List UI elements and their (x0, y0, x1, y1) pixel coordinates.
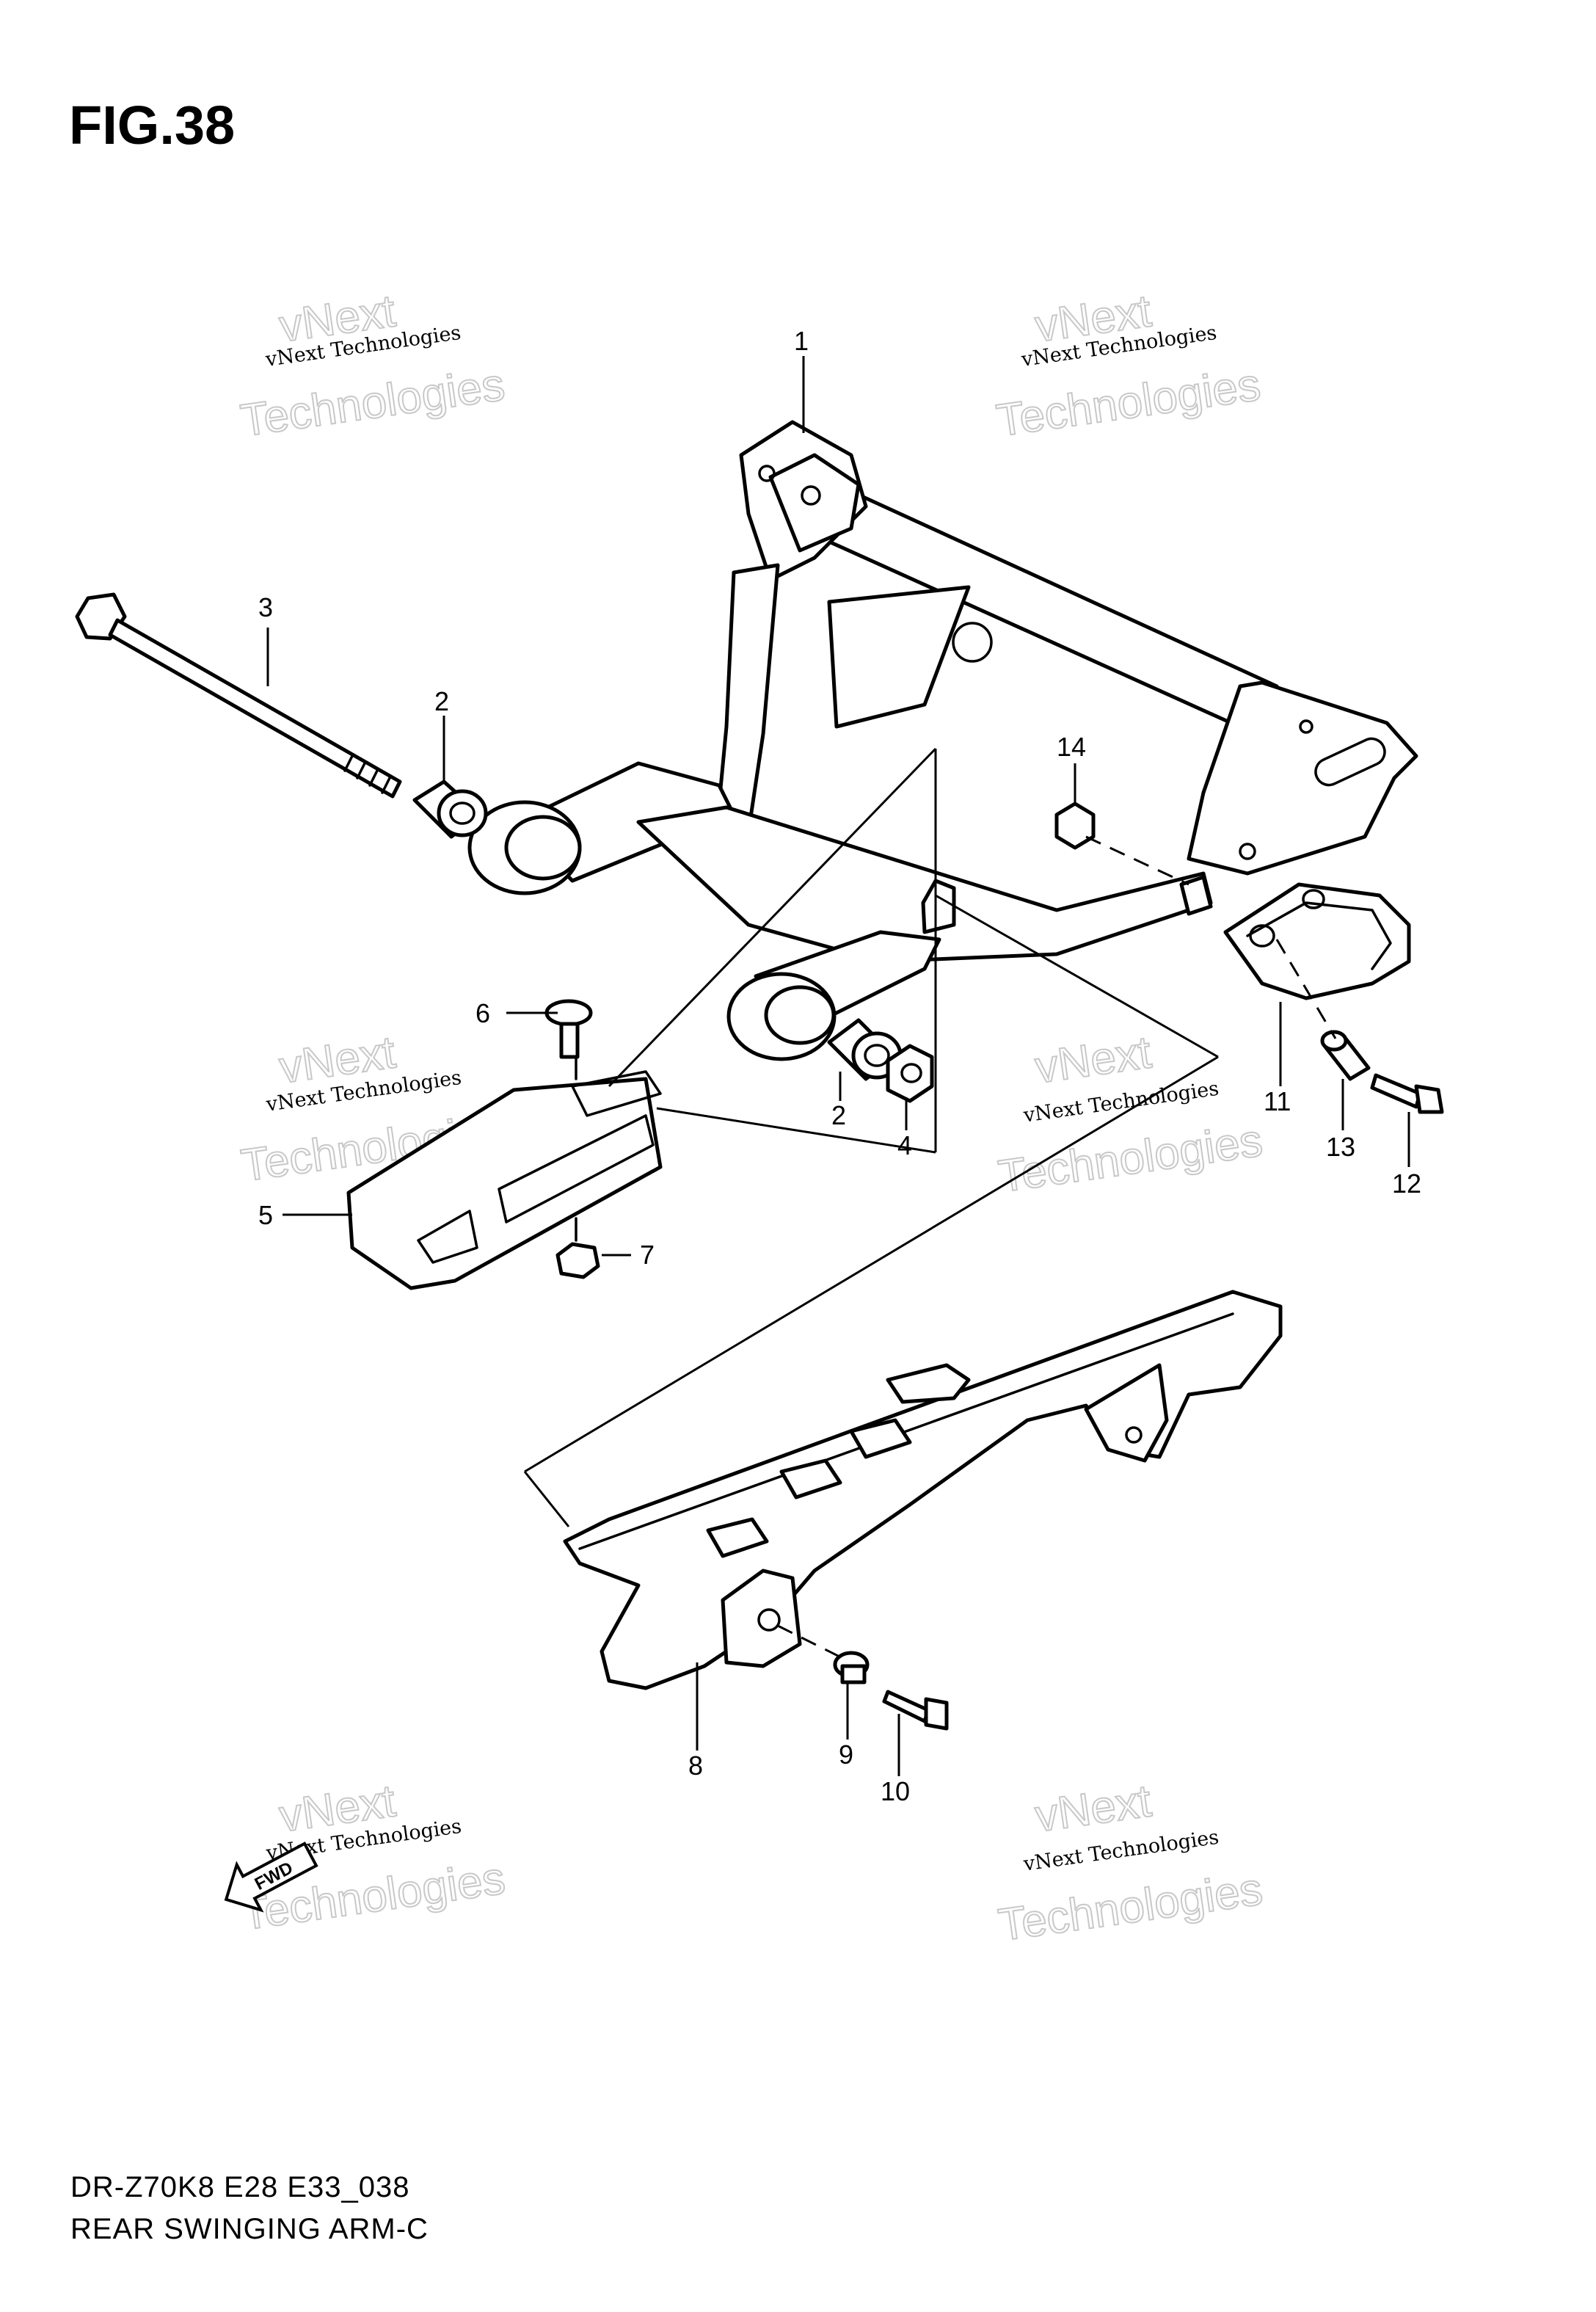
part-9-collar (833, 1651, 870, 1684)
watermark-top-right: vNext vNext Technologies Technologies (993, 285, 1264, 447)
part-12-bolt (1370, 1073, 1444, 1114)
callout-6: 6 (475, 998, 490, 1028)
part-4-nut (886, 1044, 934, 1103)
callout-1: 1 (794, 326, 809, 356)
callout-3: 3 (258, 592, 273, 622)
callout-7: 7 (640, 1240, 655, 1270)
part-14-nut (1054, 801, 1096, 850)
callout-10: 10 (881, 1776, 910, 1806)
part-10-bolt (882, 1690, 949, 1731)
callout-2-upper: 2 (434, 686, 449, 716)
watermark-word: Technologies (994, 360, 1264, 447)
part-1-swing-arm (467, 420, 1418, 1061)
watermark-word: vNext (1032, 1027, 1154, 1093)
callout-13: 13 (1326, 1132, 1355, 1162)
callout-14: 14 (1057, 732, 1086, 762)
part-13-spacer (1320, 1030, 1371, 1081)
callout-leaders (266, 356, 1410, 1776)
diagram-caption: REAR SWINGING ARM-C (70, 2213, 429, 2245)
callout-9: 9 (839, 1740, 853, 1770)
watermark-word: Technologies (996, 1864, 1266, 1951)
callout-11: 11 (1264, 1086, 1291, 1116)
watermark-word: Technologies (996, 1115, 1266, 1202)
part-5-chain-slider (346, 1070, 663, 1290)
callout-5: 5 (258, 1200, 273, 1230)
part-11-guide (1179, 875, 1411, 1000)
figure-title: FIG.38 (69, 95, 236, 156)
watermark-word: vNext (1032, 1775, 1154, 1842)
part-7-nut (555, 1242, 600, 1279)
part-2-bushing-upper (412, 779, 488, 839)
callout-4: 4 (897, 1130, 912, 1160)
watermark-bottom-left: vNext vNext Technologies Technologies (238, 1775, 509, 1941)
part-8-chain-case (563, 1290, 1283, 1690)
watermark-word: Technologies (238, 360, 508, 447)
callout-2-lower: 2 (831, 1100, 846, 1130)
watermark-bottom-right: vNext vNext Technologies Technologies (995, 1775, 1267, 1952)
callout-8: 8 (688, 1751, 703, 1781)
part-6-bolt (544, 999, 593, 1059)
callout-12: 12 (1392, 1168, 1421, 1199)
callout-numbers: 1 3 2 14 6 2 4 11 13 12 5 7 8 9 10 (258, 326, 1421, 1806)
watermark-top-left: vNext vNext Technologies Technologies (237, 285, 509, 447)
exploded-view-lines (523, 747, 1337, 1660)
part-3-pivot-bolt (75, 592, 402, 799)
model-code: DR-Z70K8 E28 E33_038 (70, 2171, 410, 2203)
